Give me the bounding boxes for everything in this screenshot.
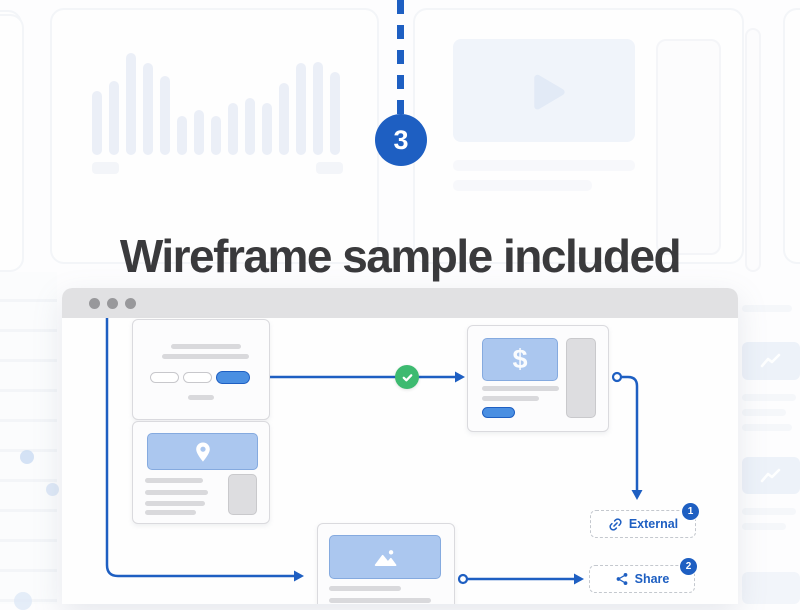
- faded-bar-chart: [92, 53, 340, 155]
- image-placeholder: [329, 535, 441, 579]
- trend-icon: [760, 468, 781, 482]
- arrowhead-icon: [574, 573, 584, 585]
- faded-analytics-card: [50, 8, 379, 264]
- check-icon: [395, 365, 419, 389]
- chart-bar: [262, 103, 272, 155]
- faded-video-card: [413, 8, 744, 264]
- decor-dot: [14, 592, 32, 610]
- faded-card-offscreen-right: [783, 8, 800, 264]
- sidebar-placeholder-block: [566, 338, 596, 418]
- chart-bar: [109, 81, 119, 155]
- chart-bar: [92, 91, 102, 155]
- window-dot-icon: [107, 298, 118, 309]
- connector-line: [105, 318, 294, 578]
- connector-line: [621, 375, 639, 490]
- arrowhead-icon: [455, 371, 465, 383]
- faded-left-panel: [0, 272, 57, 604]
- image-placeholder-block: [228, 474, 257, 515]
- chart-label-left: [92, 162, 119, 174]
- page-title: Wireframe sample included: [119, 229, 682, 282]
- chart-bar: [126, 53, 136, 155]
- video-thumbnail: [453, 39, 635, 142]
- faded-card-edge-right: [745, 28, 761, 272]
- wireframe-card-map: [132, 421, 270, 524]
- faded-right-panel: [742, 272, 800, 604]
- faded-text-line: [453, 160, 635, 171]
- trend-icon: [760, 353, 781, 368]
- chart-bar: [160, 76, 170, 155]
- share-icon: [616, 573, 627, 585]
- chart-bar: [279, 83, 289, 155]
- arrowhead-icon: [631, 490, 643, 500]
- faded-thumb: [742, 457, 800, 494]
- image-icon: [374, 550, 397, 567]
- external-button[interactable]: External 1: [590, 502, 700, 538]
- step-number: 3: [393, 124, 409, 155]
- chart-bar: [143, 63, 153, 155]
- link-icon: [609, 517, 622, 531]
- chart-bar: [330, 72, 340, 155]
- primary-placeholder-button: [216, 371, 250, 384]
- chart-bar: [211, 116, 221, 155]
- decor-dot: [46, 483, 59, 496]
- chart-bar: [228, 103, 238, 155]
- chart-label-right: [316, 162, 343, 174]
- step-1-badge: 1: [681, 502, 700, 521]
- chart-bar: [313, 62, 323, 155]
- chart-bar: [245, 98, 255, 155]
- primary-placeholder-button: [482, 407, 515, 418]
- play-icon: [534, 74, 565, 109]
- faded-sidebar-column: [656, 39, 721, 255]
- badge-number: 2: [685, 561, 692, 572]
- faded-thumb: [742, 572, 800, 604]
- faded-card-edge-left-2: [0, 14, 24, 272]
- arrowhead-icon: [294, 570, 304, 582]
- step-dashed-connector: [397, 0, 404, 116]
- wireframe-card-image: [317, 523, 455, 604]
- wireframe-card-buttons: [132, 319, 270, 420]
- map-placeholder: [147, 433, 258, 470]
- faded-text-line: [453, 180, 592, 191]
- window-dot-icon: [125, 298, 136, 309]
- share-button-label: Share: [634, 572, 670, 586]
- step-number-badge: 3: [375, 114, 427, 166]
- dollar-icon: $: [512, 344, 528, 374]
- external-button-label: External: [628, 517, 679, 531]
- chart-bar: [296, 63, 306, 155]
- payment-placeholder: $: [482, 338, 558, 381]
- step-2-badge: 2: [679, 557, 698, 576]
- location-pin-icon: [195, 442, 210, 461]
- browser-titlebar: [62, 288, 738, 318]
- browser-window: $ External: [62, 288, 738, 604]
- faded-thumb: [742, 342, 800, 380]
- connector-dot: [611, 371, 623, 383]
- connector-dot: [457, 573, 469, 585]
- wireframe-card-payment: $: [467, 325, 609, 432]
- chart-bar: [177, 116, 187, 155]
- placeholder-button: [183, 372, 212, 383]
- share-button[interactable]: Share 2: [589, 557, 698, 593]
- badge-number: 1: [687, 506, 694, 517]
- placeholder-button: [150, 372, 179, 383]
- window-dot-icon: [89, 298, 100, 309]
- decor-dot: [20, 450, 34, 464]
- chart-bar: [194, 110, 204, 155]
